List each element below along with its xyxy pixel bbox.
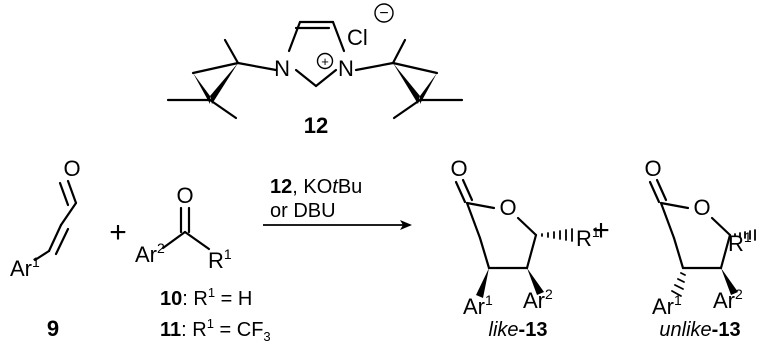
ketone-aryl: Ar2 <box>135 240 165 267</box>
ketone-r-group: R1 <box>208 246 232 273</box>
imidazolium-ring <box>287 20 346 88</box>
product-unlike-13: O O R1 Ar1 Ar2 unlike-13 <box>644 156 756 341</box>
like-ar2: Ar2 <box>523 286 553 313</box>
catalyst-12: N N + Cl − 12 <box>166 3 464 138</box>
like-ring-oxygen: O <box>499 195 516 220</box>
like-carbonyl-oxygen: O <box>450 156 467 181</box>
unlike-r-group: R1 <box>728 229 752 256</box>
plus-sign-right: + <box>592 214 610 247</box>
like-wedge-ar1 <box>476 268 489 298</box>
reaction-arrow-group: 12, KOtBu or DBU <box>263 176 412 230</box>
catalyst-plus-charge: + <box>321 54 329 69</box>
unlike-13-label: unlike-13 <box>659 319 740 341</box>
ketone-oxygen: O <box>176 183 193 208</box>
unlike-carbonyl-oxygen: O <box>644 156 661 181</box>
unlike-wedge-ar2 <box>721 268 738 295</box>
reactant-9-oxygen: O <box>63 156 80 181</box>
like-r-group: R1 <box>576 224 600 251</box>
catalyst-n-right: N <box>338 56 354 81</box>
mesityl-left <box>166 38 278 120</box>
catalyst-counter-ion: Cl <box>347 25 368 50</box>
unlike-ar2: Ar2 <box>713 286 743 313</box>
reactant-9-number: 9 <box>47 316 59 341</box>
plus-sign-left: + <box>109 216 127 249</box>
catalyst-n-left: N <box>274 56 290 81</box>
unlike-hashed-bond-r1 <box>734 229 756 241</box>
conditions-line-2: or DBU <box>270 200 336 222</box>
reactant-ketone-10-11: O Ar2 R1 10: R1 = H 11: R1 = CF3 <box>135 183 271 344</box>
product-like-13: O O R1 Ar1 Ar2 like-13 <box>450 156 599 341</box>
catalyst-minus-charge: − <box>379 5 388 22</box>
like-13-label: like-13 <box>489 319 548 341</box>
like-wedge-ar2 <box>527 268 544 295</box>
mesityl-right <box>354 38 464 120</box>
like-ar1: Ar1 <box>463 292 493 319</box>
unlike-ar1: Ar1 <box>652 292 682 319</box>
conditions-line-1: 12, KOtBu <box>270 176 362 198</box>
like-hashed-bond-r1 <box>541 228 573 242</box>
label-compound-10: 10: R1 = H <box>160 285 252 310</box>
unlike-hashed-bond-ar1 <box>671 272 686 297</box>
reactant-9-aryl: Ar1 <box>10 254 40 281</box>
label-compound-11: 11: R1 = CF3 <box>160 316 271 344</box>
catalyst-number: 12 <box>304 113 328 138</box>
unlike-ring-oxygen: O <box>693 195 710 220</box>
reactant-9: O Ar1 9 <box>10 156 81 341</box>
